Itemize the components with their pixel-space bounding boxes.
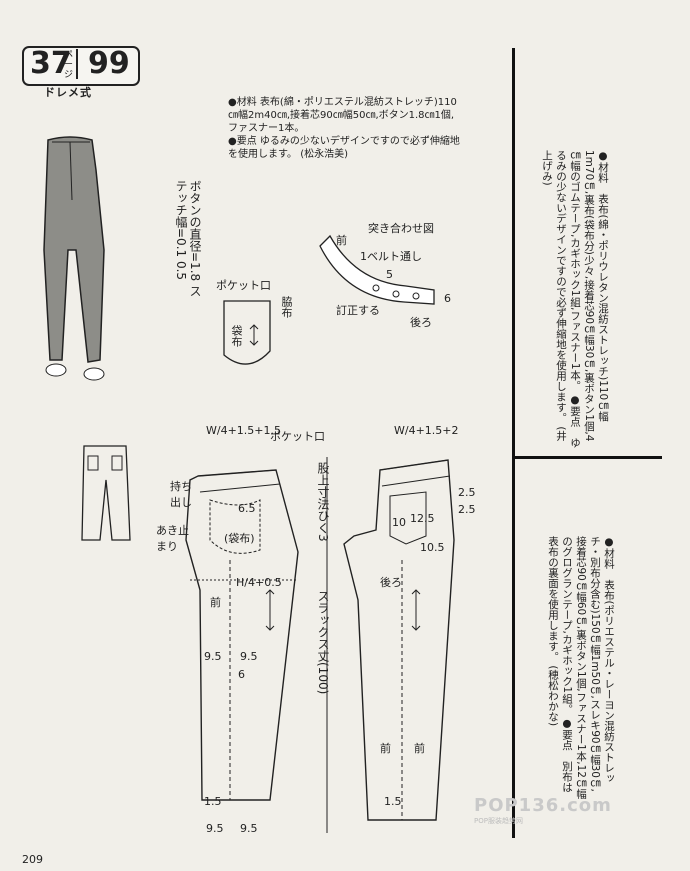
column-divider <box>512 48 515 838</box>
right-top-material: ●材料 表布(綿・ポリウレタン混紡ストレッチ)110㎝幅1m70㎝,裏布(袋布分… <box>569 150 609 442</box>
right-bottom-author: (穂松わかな) <box>547 665 559 727</box>
back-dim-2-5-a: 2.5 <box>458 486 476 499</box>
watermark-subtext: POP服装趋势网 <box>474 817 523 825</box>
material-label: ●材料 <box>228 97 257 108</box>
front-dim-6: 6 <box>238 668 245 681</box>
back-piece-label: 後ろ <box>380 576 402 589</box>
stitch-width: ステッチ幅=0.1 0.5 <box>174 180 202 297</box>
pocket-bag-label: 袋布 <box>230 325 243 347</box>
side-piece-label: 脇布 <box>280 296 293 318</box>
back-dim-1-5: 1.5 <box>384 795 402 808</box>
back-dim-2-5-b: 2.5 <box>458 503 476 516</box>
front-dim-9-5-d: 9.5 <box>240 822 258 835</box>
button-stitch-note: ボタンの直径=1.8 ステッチ幅=0.1 0.5 <box>174 180 202 300</box>
belt-back-label: 後ろ <box>410 316 432 329</box>
jeans-back-sketch <box>81 445 131 541</box>
right-notes-top: ●材料 表布(綿・ポリウレタン混紡ストレッチ)110㎝幅1m70㎝,裏布(袋布分… <box>540 150 610 450</box>
style-label: ドレメ式 <box>44 86 92 99</box>
right-top-point: ●要点 ゆるみの少ないデザインですので必ず伸縮地を使用します。 <box>555 150 581 448</box>
back-pattern-diagram <box>343 459 455 821</box>
section-divider <box>512 456 662 459</box>
right-bottom-material: ●材料 表布(ポリエステル・レーヨン混紡ストレッチ・別布分含む)150㎝幅1m5… <box>561 536 615 799</box>
jeans-illustration <box>43 136 105 381</box>
back-dim-10-5: 10.5 <box>420 541 445 554</box>
watermark: POP136.com POP服装趋势网 <box>474 795 612 826</box>
front-waist-formula: W/4+1.5+1.5 <box>206 424 282 437</box>
front-dim-1-5: 1.5 <box>204 795 222 808</box>
material-text: 表布(綿・ポリエステル混紡ストレッチ)110㎝幅2m40㎝,接着芯90㎝幅50㎝… <box>228 97 457 134</box>
back-front-label-b: 前 <box>414 742 425 755</box>
author-credit: (松永浩美) <box>300 149 348 160</box>
point-label: ●要点 <box>228 136 257 147</box>
watermark-text: POP136.com <box>474 795 612 816</box>
point-text: ゆるみの少ないデザインですので必ず伸縮地を使用します。 <box>228 136 460 160</box>
page-unit-label: ページ <box>64 50 74 80</box>
belt-front-label: 前 <box>336 234 347 247</box>
page-reference-number: 37 <box>30 46 72 81</box>
front-pocket-opening-label: ポケット口 <box>270 430 325 443</box>
opening-end-label: あき止まり <box>156 524 189 553</box>
belt-loop-label: 1ベルト通し <box>360 250 422 263</box>
belt-dim-5: 5 <box>386 268 393 281</box>
front-dim-9-5-b: 9.5 <box>240 650 258 663</box>
front-pattern-diagram <box>185 469 299 801</box>
back-dim-10: 10 <box>392 516 406 529</box>
right-bottom-point: ●要点 別布は表布の裏面を使用します。 <box>547 536 573 793</box>
extension-label: 持ち出し <box>170 480 192 509</box>
back-waist-formula: W/4+1.5+2 <box>394 424 459 437</box>
front-dim-9-5-c: 9.5 <box>206 822 224 835</box>
pocket-piece-diagram <box>223 300 271 365</box>
back-front-label-a: 前 <box>380 742 391 755</box>
materials-note: ●材料 表布(綿・ポリエステル混紡ストレッチ)110㎝幅2m40㎝,接着芯90㎝… <box>228 96 464 161</box>
right-notes-bottom: ●材料 表布(ポリエステル・レーヨン混紡ストレッチ・別布分含む)150㎝幅1m5… <box>546 536 616 800</box>
length-arrow <box>326 457 328 833</box>
belt-detail-title: 突き合わせ図 <box>368 222 434 235</box>
hip-formula: H/4+0.5 <box>236 576 282 589</box>
front-dim-9-5-a: 9.5 <box>204 650 222 663</box>
pattern-number: 99 <box>88 46 130 81</box>
pattern-number-badge <box>22 46 140 86</box>
corrected-label: 訂正する <box>336 304 380 317</box>
front-piece-label: 前 <box>210 596 221 609</box>
page-number: 209 <box>22 853 43 866</box>
belt-diagram <box>319 234 435 305</box>
badge-divider <box>76 49 78 79</box>
pocket-opening-label: ポケット口 <box>216 279 271 292</box>
button-diameter: ボタンの直径=1.8 <box>188 180 202 282</box>
back-dim-12-5: 12.5 <box>410 512 435 525</box>
belt-dim-6: 6 <box>444 292 451 305</box>
front-pocket-bag-label: (袋布) <box>224 532 255 545</box>
right-top-author: (井上げみ) <box>541 150 567 441</box>
